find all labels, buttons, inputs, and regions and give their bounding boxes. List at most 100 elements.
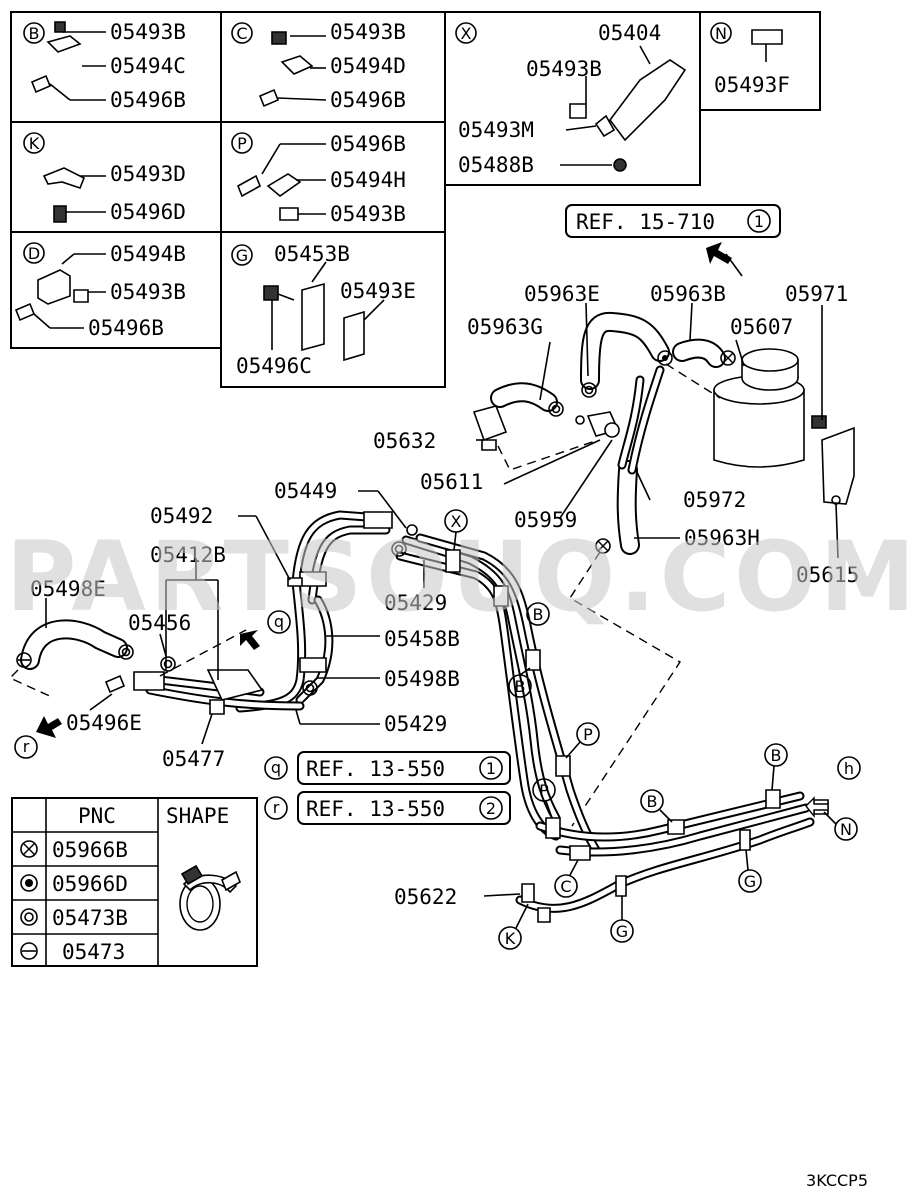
arrow-h-icon bbox=[805, 796, 829, 818]
label-05412B: 05412B bbox=[150, 543, 226, 567]
clip-box-n: N 05493F bbox=[710, 22, 790, 97]
callout-n: N bbox=[840, 820, 852, 839]
box-g-part-2: 05493E bbox=[340, 279, 416, 303]
ref-15-710[interactable]: REF. 15-710 1 bbox=[565, 204, 781, 238]
box-b-part-2: 05494C bbox=[110, 54, 186, 78]
box-p-letter: P bbox=[237, 134, 247, 153]
filled-dot-circle-icon bbox=[20, 874, 38, 892]
label-05972: 05972 bbox=[683, 488, 746, 512]
clip-box-x: X 05404 05493B 05493M 05488B bbox=[455, 21, 687, 177]
label-05963B: 05963B bbox=[650, 282, 726, 306]
pnc-table: PNC SHAPE 05966B 05966D 05473B 05473 bbox=[11, 797, 258, 967]
callout-k: K bbox=[505, 929, 516, 948]
label-05607: 05607 bbox=[730, 315, 793, 339]
hose-clamp-shape-icon bbox=[179, 864, 242, 931]
callout-g-1: G bbox=[616, 922, 628, 941]
ref-13-550-2-tag: r bbox=[273, 798, 280, 817]
box-c-part-3: 05496B bbox=[330, 88, 406, 112]
box-b-part-3: 05496B bbox=[110, 88, 186, 112]
box-d-letter: D bbox=[28, 244, 40, 263]
minus-circle-icon bbox=[20, 942, 38, 960]
box-c-letter: C bbox=[236, 24, 247, 43]
box-x-part-3: 05493M bbox=[458, 118, 534, 142]
diagram-code: 3KCCP5 bbox=[806, 1171, 868, 1187]
arrow-r-icon bbox=[36, 716, 62, 738]
box-x-part-1: 05404 bbox=[598, 21, 661, 45]
ref-13-550-2[interactable]: r REF. 13-550 2 bbox=[264, 791, 511, 825]
double-circle-icon bbox=[20, 908, 38, 926]
callout-p-2: P bbox=[539, 781, 549, 800]
box-p-part-1: 05496B bbox=[330, 132, 406, 156]
pnc-row-1: 05966B bbox=[52, 838, 128, 862]
shape-header: SHAPE bbox=[166, 804, 229, 828]
canister-leaders bbox=[476, 302, 839, 559]
callouts: X B B P P C K G G B B N h q r bbox=[14, 509, 861, 950]
box-g-part-1: 05453B bbox=[274, 242, 350, 266]
cross-circle-icon bbox=[20, 840, 38, 858]
box-d-part-3: 05496B bbox=[88, 316, 164, 340]
callout-g-2: G bbox=[744, 872, 756, 891]
ref-13-550-1-tag: q bbox=[271, 758, 281, 777]
label-05959: 05959 bbox=[514, 508, 577, 532]
pnc-header: PNC bbox=[78, 804, 116, 828]
main-leaders bbox=[45, 490, 521, 897]
box-b-part-1: 05493B bbox=[110, 20, 186, 44]
box-d-part-2: 05493B bbox=[110, 280, 186, 304]
clip-box-d: D 05494B 05493B 05496B bbox=[14, 242, 186, 340]
label-05971: 05971 bbox=[785, 282, 848, 306]
label-05429-a: 05429 bbox=[384, 591, 447, 615]
pnc-row-4: 05473 bbox=[62, 940, 125, 964]
ref-13-550-1[interactable]: q REF. 13-550 1 bbox=[264, 751, 511, 785]
box-g-letter: G bbox=[236, 246, 248, 265]
label-05429-b: 05429 bbox=[384, 712, 447, 736]
callout-b-4: B bbox=[771, 746, 782, 765]
box-p-part-2: 05494H bbox=[330, 168, 406, 192]
box-n-letter: N bbox=[715, 24, 727, 43]
ref-arrow-icon bbox=[706, 242, 732, 264]
clip-box-p: P 05496B 05494H 05493B bbox=[231, 132, 406, 226]
label-05963E: 05963E bbox=[524, 282, 600, 306]
arrow-q-icon bbox=[240, 630, 260, 650]
ref-13-550-2-text: REF. 13-550 bbox=[306, 797, 445, 821]
callout-r: r bbox=[23, 737, 30, 756]
ref-13-550-2-num: 2 bbox=[486, 799, 496, 818]
box-b-letter: B bbox=[29, 24, 40, 43]
watermark: PARTSOUQ.COM bbox=[6, 521, 909, 633]
ref-15-710-text: REF. 15-710 bbox=[576, 210, 715, 234]
box-k-letter: K bbox=[29, 134, 40, 153]
box-x-letter: X bbox=[461, 24, 472, 43]
callout-b-1: B bbox=[533, 605, 544, 624]
label-05632: 05632 bbox=[373, 429, 436, 453]
box-g-part-3: 05496C bbox=[236, 354, 312, 378]
label-05611: 05611 bbox=[420, 470, 483, 494]
label-05615: 05615 bbox=[796, 563, 859, 587]
label-05622: 05622 bbox=[394, 885, 457, 909]
pnc-row-2: 05966D bbox=[52, 872, 128, 896]
label-05458B: 05458B bbox=[384, 627, 460, 651]
clip-boxes-grid bbox=[10, 11, 821, 388]
clip-box-k: K 05493D 05496D bbox=[23, 132, 186, 224]
ref-13-550-1-text: REF. 13-550 bbox=[306, 757, 445, 781]
callout-p-1: P bbox=[583, 725, 593, 744]
callout-x: X bbox=[451, 512, 462, 531]
clip-box-c: C 05493B 05494D 05496B bbox=[231, 20, 406, 112]
label-05477: 05477 bbox=[162, 747, 225, 771]
box-k-part-2: 05496D bbox=[110, 200, 186, 224]
clip-box-b: B 05493B 05494C 05496B bbox=[23, 20, 186, 112]
ref-13-550-1-num: 1 bbox=[486, 759, 496, 778]
box-c-part-2: 05494D bbox=[330, 54, 406, 78]
label-05963H: 05963H bbox=[684, 526, 760, 550]
callout-c: C bbox=[560, 877, 571, 896]
fuel-pipes bbox=[8, 510, 829, 923]
callout-q: q bbox=[274, 612, 284, 631]
box-x-part-2: 05493B bbox=[526, 57, 602, 81]
ref-15-710-num: 1 bbox=[754, 212, 764, 231]
label-05496E: 05496E bbox=[66, 711, 142, 735]
box-p-part-3: 05493B bbox=[330, 202, 406, 226]
clip-box-g: G 05453B 05493E 05496C bbox=[231, 242, 416, 378]
box-c-part-1: 05493B bbox=[330, 20, 406, 44]
label-05449: 05449 bbox=[274, 479, 337, 503]
box-k-part-1: 05493D bbox=[110, 162, 186, 186]
callout-h: h bbox=[844, 759, 854, 778]
